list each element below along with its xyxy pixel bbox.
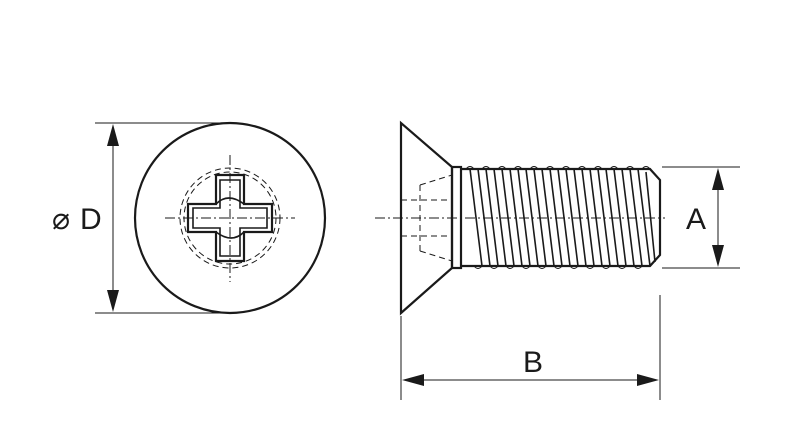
diameter-dimension: ⌀ D <box>52 122 230 314</box>
recess-inner-circle <box>183 171 277 265</box>
arrow-down-icon <box>712 245 724 267</box>
recess-outer-circle <box>179 167 281 269</box>
length-label: B <box>523 346 543 379</box>
arrow-right-icon <box>637 374 659 386</box>
countersunk-head <box>399 120 454 316</box>
arrow-left-icon <box>402 374 424 386</box>
arrow-down-icon <box>107 290 119 312</box>
thread-lines <box>469 168 656 267</box>
length-dimension: B <box>400 295 661 400</box>
diameter-symbol: ⌀ <box>52 203 70 236</box>
arrow-up-icon <box>712 168 724 190</box>
head-view <box>133 121 327 315</box>
shank-start <box>450 165 463 270</box>
diameter-label: D <box>80 203 102 236</box>
phillips-cross-icon <box>186 173 274 263</box>
side-view <box>375 120 665 316</box>
thread-dimension: A <box>662 166 740 269</box>
arrow-up-icon <box>107 124 119 146</box>
thread-label: A <box>686 203 706 236</box>
